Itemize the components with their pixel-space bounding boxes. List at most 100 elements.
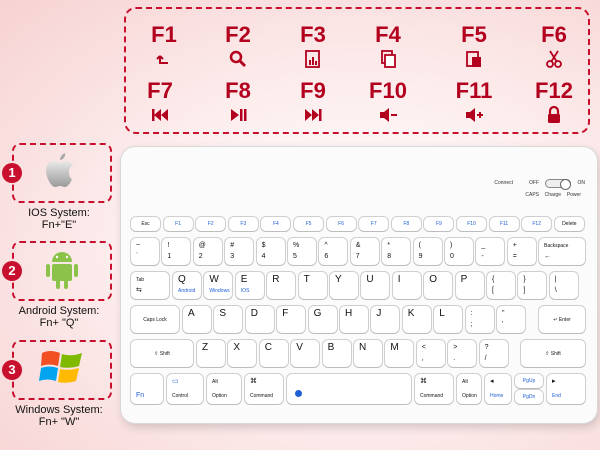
volume-up-icon (444, 105, 504, 127)
windows-logo-icon (38, 347, 86, 394)
key-tab[interactable]: Tab⇆ (131, 272, 169, 299)
android-system-title: Android System: (18, 305, 100, 317)
key-g[interactable]: G (308, 306, 337, 333)
key-space[interactable] (287, 374, 411, 404)
key-i[interactable]: I (392, 272, 421, 299)
key-n[interactable]: N (354, 340, 382, 367)
key-row1-8[interactable]: *8 (382, 238, 411, 265)
key-s[interactable]: S (214, 306, 243, 333)
key-row1-2[interactable]: @2 (193, 238, 222, 265)
key-y[interactable]: Y (330, 272, 358, 299)
key-fn[interactable]: Fn (131, 374, 163, 404)
key-v[interactable]: V (291, 340, 320, 367)
key-d[interactable]: D (245, 306, 274, 333)
key-row1-7[interactable]: &7 (350, 238, 379, 265)
key-x[interactable]: X (228, 340, 257, 367)
key-row4-punct-1[interactable]: >. (448, 340, 477, 367)
key-f5[interactable]: F5 (294, 217, 323, 231)
function-key-legend: F1 F2 F3 F4 F5 F6 F7 F8 F9 F10 F11 (124, 7, 590, 134)
key-caps-lock[interactable]: Caps Lock (131, 306, 179, 333)
key-row1-3[interactable]: #3 (225, 238, 254, 265)
key-command-left[interactable]: ⌘Command (245, 374, 283, 404)
key-shift-right[interactable]: ⇧ Shift (521, 340, 585, 367)
key-f7[interactable]: F7 (359, 217, 389, 231)
key-row3-punct-1[interactable]: "' (497, 306, 525, 333)
key-f6[interactable]: F6 (326, 217, 356, 231)
android-system-panel: 2 Android System: Fn+ "Q" (2, 241, 112, 329)
key-row2-bracket-0[interactable]: {[ (487, 272, 515, 299)
key-up-pgup[interactable]: PgUp (515, 374, 543, 388)
lock-icon (524, 105, 584, 127)
key-enter[interactable]: ↵ Enter (539, 306, 585, 333)
key-row1-11[interactable]: _- (476, 238, 505, 265)
key-row1-12[interactable]: += (507, 238, 536, 265)
key-f[interactable]: F (277, 306, 306, 333)
key-row4-punct-2[interactable]: ?/ (479, 340, 508, 367)
next-track-icon (283, 105, 343, 127)
key-b[interactable]: B (322, 340, 351, 367)
on-label: ON (577, 180, 586, 186)
key-row4-punct-0[interactable]: <, (416, 340, 445, 367)
fkey-f5: F5 (444, 23, 504, 71)
key-right-end[interactable]: ▸End (547, 374, 585, 404)
key-j[interactable]: J (371, 306, 400, 333)
globe-icon: ▭ (172, 378, 179, 385)
charge-led-label: Charge (544, 192, 561, 198)
key-t[interactable]: T (298, 272, 327, 299)
key-row2-bracket-2[interactable]: |\ (549, 272, 578, 299)
key-row1-4[interactable]: $4 (256, 238, 285, 265)
key-delete[interactable]: Delete (554, 217, 584, 231)
key-row1-0[interactable]: ~` (131, 238, 159, 265)
key-c[interactable]: C (259, 340, 288, 367)
key-f3[interactable]: F3 (228, 217, 258, 231)
key-row1-6[interactable]: ^6 (319, 238, 348, 265)
fkey-f2: F2 (208, 23, 268, 71)
play-pause-icon (208, 105, 268, 127)
android-system-combo: Fn+ "Q" (39, 317, 79, 329)
key-f12[interactable]: F12 (522, 217, 552, 231)
key-o[interactable]: O (424, 272, 453, 299)
key-f1[interactable]: F1 (163, 217, 193, 231)
step-badge-1: 1 (2, 163, 22, 183)
back-arrow-icon (134, 49, 194, 71)
key-l[interactable]: L (434, 306, 463, 333)
fkey-f1: F1 (134, 23, 194, 71)
key-f8[interactable]: F8 (391, 217, 421, 231)
ios-system-combo: Fn+"E" (41, 219, 77, 231)
key-control[interactable]: ▭Control (167, 374, 203, 404)
key-f2[interactable]: F2 (196, 217, 226, 231)
key-down-pgdn[interactable]: PgDn (515, 390, 543, 404)
key-k[interactable]: K (402, 306, 431, 333)
key-row1-9[interactable]: (9 (413, 238, 442, 265)
key-row1-10[interactable]: )0 (445, 238, 473, 265)
key-h[interactable]: H (340, 306, 368, 333)
key-row3-punct-0[interactable]: :; (465, 306, 494, 333)
key-f9[interactable]: F9 (424, 217, 454, 231)
key-f10[interactable]: F10 (457, 217, 486, 231)
power-switch[interactable] (545, 179, 571, 190)
key-row1-1[interactable]: !1 (162, 238, 191, 265)
key-f4[interactable]: F4 (261, 217, 291, 231)
key-esc[interactable]: Esc (131, 217, 160, 231)
key-u[interactable]: U (361, 272, 390, 299)
key-a[interactable]: A (183, 306, 211, 333)
key-r[interactable]: R (267, 272, 296, 299)
key-shift-left[interactable]: ⇧ Shift (131, 340, 193, 367)
key-row1-5[interactable]: %5 (288, 238, 316, 265)
key-z[interactable]: Z (197, 340, 225, 367)
connect-label: Connect (494, 180, 513, 186)
key-f11[interactable]: F11 (489, 217, 519, 231)
key-backspace[interactable]: Backspace← (539, 238, 585, 265)
key-m[interactable]: M (385, 340, 414, 367)
key-left-home[interactable]: ◂Home (485, 374, 511, 404)
key-row2-bracket-1[interactable]: }] (518, 272, 547, 299)
fkey-f3: F3 (283, 23, 343, 71)
fkey-f12: F12 (524, 79, 584, 127)
key-p[interactable]: P (455, 272, 484, 299)
key-command-right[interactable]: ⌘Command (415, 374, 453, 404)
